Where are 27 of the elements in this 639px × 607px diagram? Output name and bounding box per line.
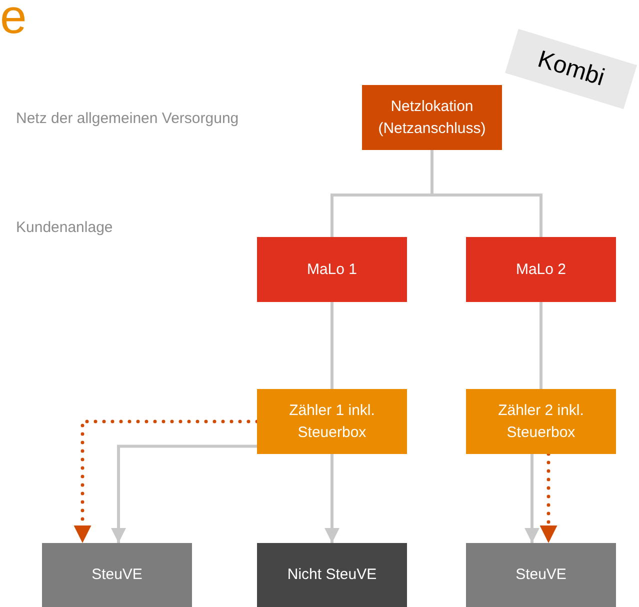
node-text: Netzlokation (Netzanschluss) (377, 96, 487, 138)
node-text: MaLo 2 (516, 260, 566, 280)
node-text: SteuVE (516, 565, 566, 586)
process-box (257, 543, 407, 607)
arrow (524, 454, 540, 543)
title: e (0, 0, 27, 42)
node-text: Zähler 1 inkl. Steuerbox (288, 400, 376, 442)
process-box (466, 237, 616, 302)
node-text: SteuVE (92, 565, 142, 586)
process-box (466, 543, 616, 607)
node-text: Zähler 2 inkl. Steuerbox (497, 400, 585, 442)
process-box (362, 85, 502, 150)
zone-label: Netz der allgemeinen Versorgung (16, 109, 239, 129)
node-text: MaLo 1 (306, 260, 358, 280)
process-box (466, 389, 616, 454)
connector-line (540, 302, 542, 389)
connector-line (330, 302, 334, 389)
node-text: Kombi (534, 44, 609, 93)
process-box (42, 543, 192, 607)
arrow (324, 454, 340, 543)
dotted-arrow (540, 452, 558, 545)
zone-label: Kundenanlage (16, 218, 113, 238)
node-text: Nicht SteuVE (287, 565, 377, 586)
process-box (257, 237, 407, 302)
dotted-arrow (74, 420, 259, 545)
arrow (111, 444, 257, 543)
process-box (257, 389, 407, 454)
